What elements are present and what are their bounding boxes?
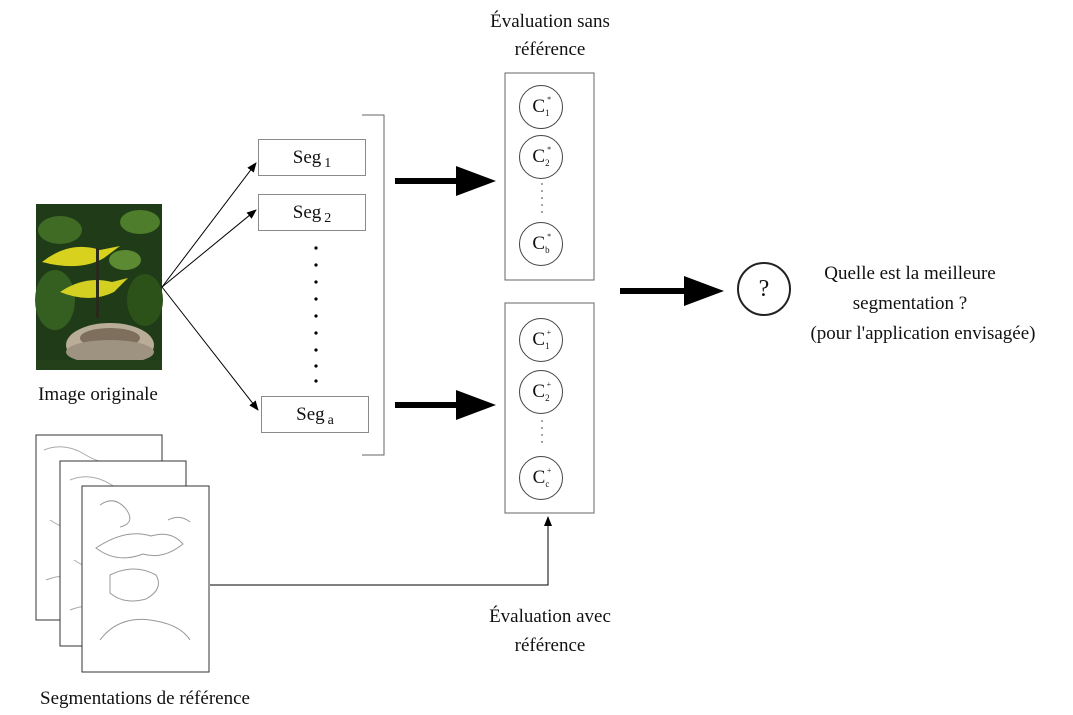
bird-upper-shape [42, 246, 120, 267]
reference-segmentations-label: Segmentations de référence [40, 688, 250, 709]
question-circle: ? [737, 262, 791, 316]
fanout-arrows [161, 162, 259, 411]
criterion-no-ref-b: C*b [519, 222, 563, 266]
thick-arrows [395, 166, 724, 420]
reference-feed-arrow [210, 516, 552, 586]
criteria-ellipsis [541, 183, 543, 443]
eval-no-ref-title-line2: référence [514, 39, 586, 60]
result-question-line2: segmentation ? [852, 293, 968, 314]
criterion-ref-1: C+1 [519, 318, 563, 362]
bird-lower-shape [60, 278, 128, 298]
seg-2-label: Seg [292, 201, 322, 223]
seg-1-index: 1 [324, 155, 332, 171]
result-question-line3: (pour l'application envisagée) [810, 323, 1036, 344]
image-label: Image originale [38, 384, 158, 405]
eval-ref-title-line2: référence [514, 635, 586, 656]
seg-bracket [362, 114, 385, 456]
reference-sheets [35, 434, 210, 673]
criterion-ref-2: C+2 [519, 370, 563, 414]
eval-ref-title-line1: Évaluation avec [489, 606, 611, 627]
seg-a-label: Seg [296, 403, 325, 425]
result-question-line1: Quelle est la meilleure [824, 263, 996, 284]
eval-no-ref-title-line1: Évaluation sans [490, 11, 610, 32]
seg-ellipsis [314, 246, 318, 383]
criterion-no-ref-2: C*2 [519, 135, 563, 179]
seg-2-index: 2 [324, 210, 332, 226]
criterion-ref-c: C+c [519, 456, 563, 500]
criterion-no-ref-1: C*1 [519, 85, 563, 129]
seg-1-label: Seg [292, 146, 322, 168]
question-mark: ? [758, 275, 770, 302]
original-image [35, 204, 163, 370]
seg-a-index: a [327, 412, 334, 428]
